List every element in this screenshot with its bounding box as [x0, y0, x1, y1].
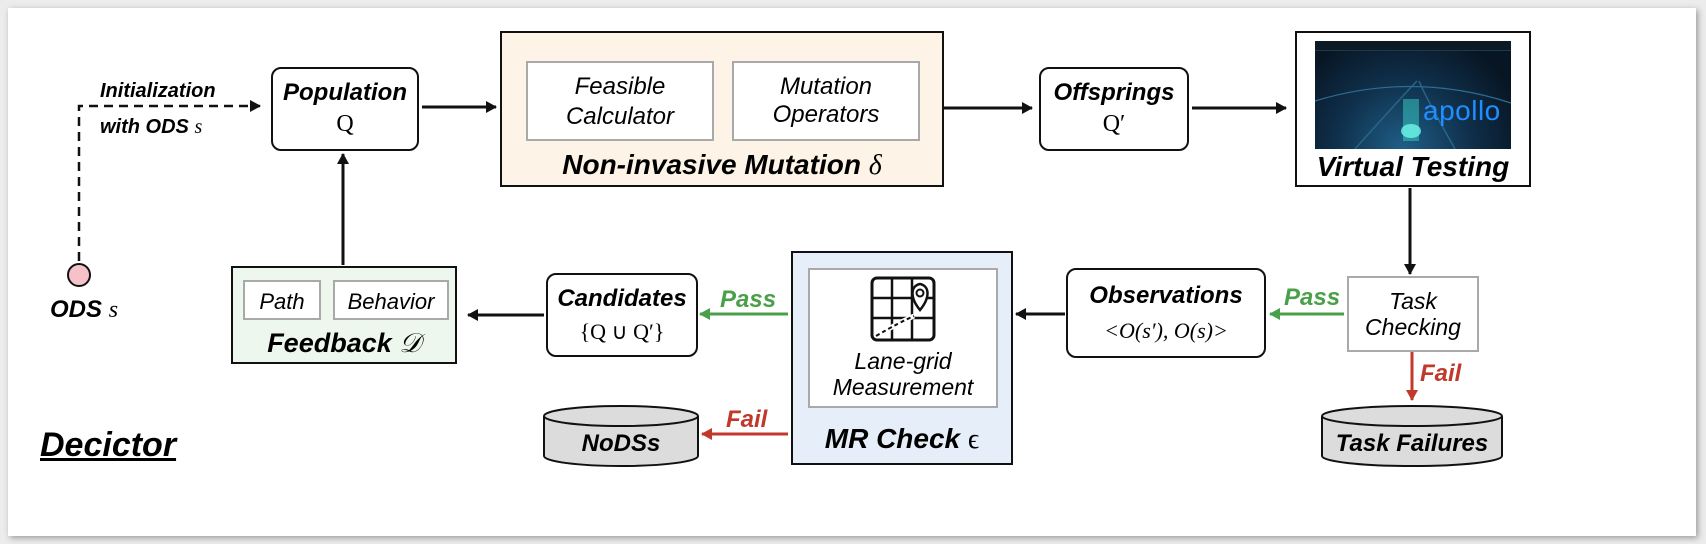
lane-grid-box: Lane-grid Measurement — [808, 268, 998, 408]
map-grid-icon — [870, 276, 936, 342]
pass-label-mr: Pass — [720, 286, 777, 313]
init-line2-text: with ODS — [100, 116, 189, 138]
feedback-label-text: Feedback — [267, 328, 392, 358]
candidates-formula: {Q ∪ Q′} — [579, 319, 665, 344]
task-checking-box: Task Checking — [1347, 276, 1479, 352]
feasible-calculator-line2: Calculator — [565, 103, 675, 130]
mutation-operators-line1: Mutation — [779, 73, 873, 100]
ods-symbol: s — [108, 297, 119, 323]
lane-grid-line1: Lane-grid — [854, 348, 952, 374]
feedback-box: Path Behavior Feedback 𝒟 — [231, 266, 457, 364]
behavior-label: Behavior — [347, 289, 435, 314]
task-failures-cylinder — [1321, 405, 1503, 467]
population-box: Population Q — [271, 67, 419, 151]
mutation-box: Feasible Calculator Mutation Operators N… — [500, 31, 944, 187]
init-symbol: s — [194, 116, 203, 138]
candidates-label: Candidates — [557, 285, 687, 312]
ods-label: ODS s — [50, 296, 118, 324]
ods-label-text: ODS — [50, 296, 103, 323]
path-label: Path — [259, 289, 305, 314]
diagram-canvas: ODS s Initialization with ODS s Populati… — [8, 8, 1696, 536]
fail-label-task: Fail — [1420, 360, 1462, 387]
init-label-line2: with ODS s — [100, 116, 202, 139]
apollo-brand: apollo — [1423, 95, 1501, 126]
observations-formula: <O(s′), O(s)> — [1104, 318, 1228, 343]
virtual-testing-box: apollo Virtual Testing — [1295, 31, 1531, 187]
mr-check-label: MR Check ϵ — [793, 423, 1011, 456]
feasible-calculator-line1: Feasible — [574, 73, 666, 100]
mutation-operators-line2: Operators — [772, 101, 880, 128]
mutation-label: Non-invasive Mutation δ — [502, 149, 942, 182]
task-checking-line2: Checking — [1365, 314, 1461, 340]
feedback-label: Feedback 𝒟 — [233, 328, 455, 360]
init-dashed-arrow — [77, 100, 261, 261]
connectors-layer — [67, 100, 1503, 467]
offsprings-label: Offsprings — [1053, 79, 1175, 106]
task-failures-label: Task Failures — [1335, 430, 1489, 457]
population-label: Population — [283, 79, 407, 106]
pass-label-task: Pass — [1284, 284, 1341, 311]
observations-label: Observations — [1089, 282, 1243, 309]
offsprings-symbol: Q′ — [1102, 111, 1126, 137]
road-lines-icon — [1315, 80, 1511, 149]
feedback-symbol: 𝒟 — [399, 328, 421, 358]
mr-check-label-text: MR Check — [824, 423, 961, 454]
virtual-testing-label: Virtual Testing — [1316, 151, 1510, 182]
behavior-box: Behavior — [333, 280, 449, 320]
mutation-symbol: δ — [868, 150, 882, 181]
apollo-screenshot: apollo — [1315, 41, 1511, 149]
init-label-line1: Initialization — [100, 80, 216, 102]
candidates-box: Candidates {Q ∪ Q′} — [546, 273, 698, 357]
population-symbol: Q — [336, 111, 354, 137]
mr-check-symbol: ϵ — [967, 424, 980, 455]
mr-check-box: Lane-grid Measurement MR Check ϵ — [791, 251, 1013, 465]
offsprings-box: Offsprings Q′ — [1039, 67, 1189, 151]
observations-box: Observations <O(s′), O(s)> — [1066, 268, 1266, 358]
path-box: Path — [243, 280, 321, 320]
mutation-label-text: Non-invasive Mutation — [562, 149, 861, 180]
diagram-title: Decictor — [40, 426, 177, 464]
nodss-cylinder — [543, 405, 699, 467]
lane-grid-line2: Measurement — [832, 374, 974, 400]
feasible-calculator-box: Feasible Calculator — [526, 61, 714, 141]
task-checking-line1: Task — [1389, 288, 1437, 314]
fail-label-mr: Fail — [726, 406, 768, 433]
mutation-operators-box: Mutation Operators — [732, 61, 920, 141]
ods-dot — [67, 263, 91, 287]
screen-topbar — [1315, 41, 1511, 51]
nodss-label: NoDSs — [581, 430, 661, 457]
